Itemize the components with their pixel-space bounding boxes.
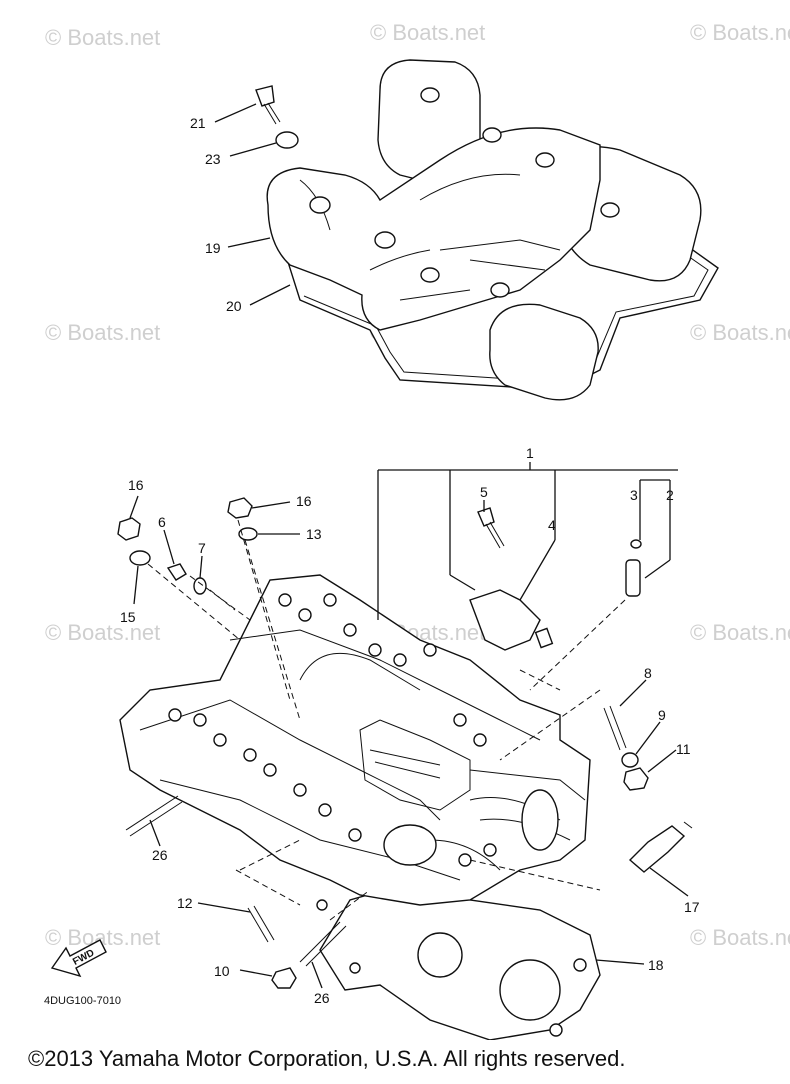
callout: 16 <box>296 493 312 509</box>
callout: 18 <box>648 957 664 973</box>
valve-2 <box>625 559 641 597</box>
watermark: © Boats.net <box>690 320 790 345</box>
stud-8 <box>603 705 627 751</box>
cover-bolt-hole <box>490 282 510 298</box>
washer-15 <box>129 550 151 566</box>
cover-front-lobe <box>489 303 599 401</box>
callout: 4 <box>548 517 556 533</box>
callout: 26 <box>152 847 168 863</box>
cover-bolt <box>255 85 275 107</box>
callout: 3 <box>630 487 638 503</box>
bolt-16 <box>227 497 253 519</box>
cover-bolt-hole <box>420 267 440 283</box>
callout: 1 <box>526 445 534 461</box>
callout: 10 <box>214 963 230 979</box>
watermark: © Boats.net <box>45 25 160 50</box>
callout: 9 <box>658 707 666 723</box>
callout: 16 <box>128 477 144 493</box>
camshaft-journal <box>383 824 437 866</box>
watermark: © Boats.net <box>45 620 160 645</box>
callout-labels: 21 23 19 20 1 16 16 13 6 7 15 5 4 3 2 8 … <box>120 115 700 1006</box>
watermark: © Boats.net <box>690 620 790 645</box>
watermark: © Boats.net <box>370 20 485 45</box>
diagram-code: 4DUG100-7010 <box>44 995 121 1007</box>
cover-bolt-hole <box>374 231 396 249</box>
callout: 19 <box>205 240 221 256</box>
callout: 15 <box>120 609 136 625</box>
copyright-notice: ©2013 Yamaha Motor Corporation, U.S.A. A… <box>28 1046 626 1071</box>
callout: 21 <box>190 115 206 131</box>
bottom-leaders <box>129 462 689 989</box>
stud-26 <box>299 921 347 967</box>
callout: 12 <box>177 895 193 911</box>
bolt-16 <box>117 517 141 541</box>
gasket-bore <box>499 959 561 1021</box>
washer-13 <box>238 527 258 541</box>
cover-washer <box>275 131 299 149</box>
gasket-7 <box>193 577 207 595</box>
cover-bolt-hole <box>309 196 331 214</box>
small-parts <box>117 497 693 989</box>
tensioner-4 <box>469 589 541 651</box>
callout: 11 <box>676 741 691 757</box>
stud-12 <box>247 905 275 943</box>
cylinder-head-assembly <box>119 574 601 1040</box>
cover-bolt-hole <box>482 127 502 143</box>
callout: 6 <box>158 514 166 530</box>
callout: 17 <box>684 899 700 915</box>
cover-bolt-hole <box>535 152 555 168</box>
plug-6 <box>166 563 187 581</box>
parts-diagram: © Boats.net © Boats.net © Boats.net © Bo… <box>44 20 790 1040</box>
cylinder-head-cover <box>266 127 601 331</box>
callout: 2 <box>666 487 674 503</box>
callout: 8 <box>644 665 652 681</box>
callout: 23 <box>205 151 221 167</box>
spark-plug-17 <box>628 825 686 873</box>
callout: 26 <box>314 990 330 1006</box>
callout: 13 <box>306 526 322 542</box>
watermark: © Boats.net <box>45 320 160 345</box>
callout: 20 <box>226 298 242 314</box>
washer-9 <box>621 752 639 768</box>
cylinder-head-body <box>119 574 591 906</box>
nut-10 <box>271 967 297 989</box>
callout: 5 <box>480 484 488 500</box>
watermark: © Boats.net <box>690 925 790 950</box>
stud-26 <box>125 795 183 837</box>
cover-bolt-hole <box>600 202 620 218</box>
circlip-3 <box>630 539 642 549</box>
tensioner-pin <box>534 627 554 649</box>
bolt-5 <box>477 507 495 527</box>
nut-11 <box>623 767 649 791</box>
cover-bolt-hole <box>420 87 440 103</box>
fwd-label: FWD <box>71 948 96 968</box>
watermark: © Boats.net <box>690 20 790 45</box>
callout: 7 <box>198 540 206 556</box>
top-leaders <box>214 103 291 306</box>
head-cover-assembly <box>255 59 719 401</box>
